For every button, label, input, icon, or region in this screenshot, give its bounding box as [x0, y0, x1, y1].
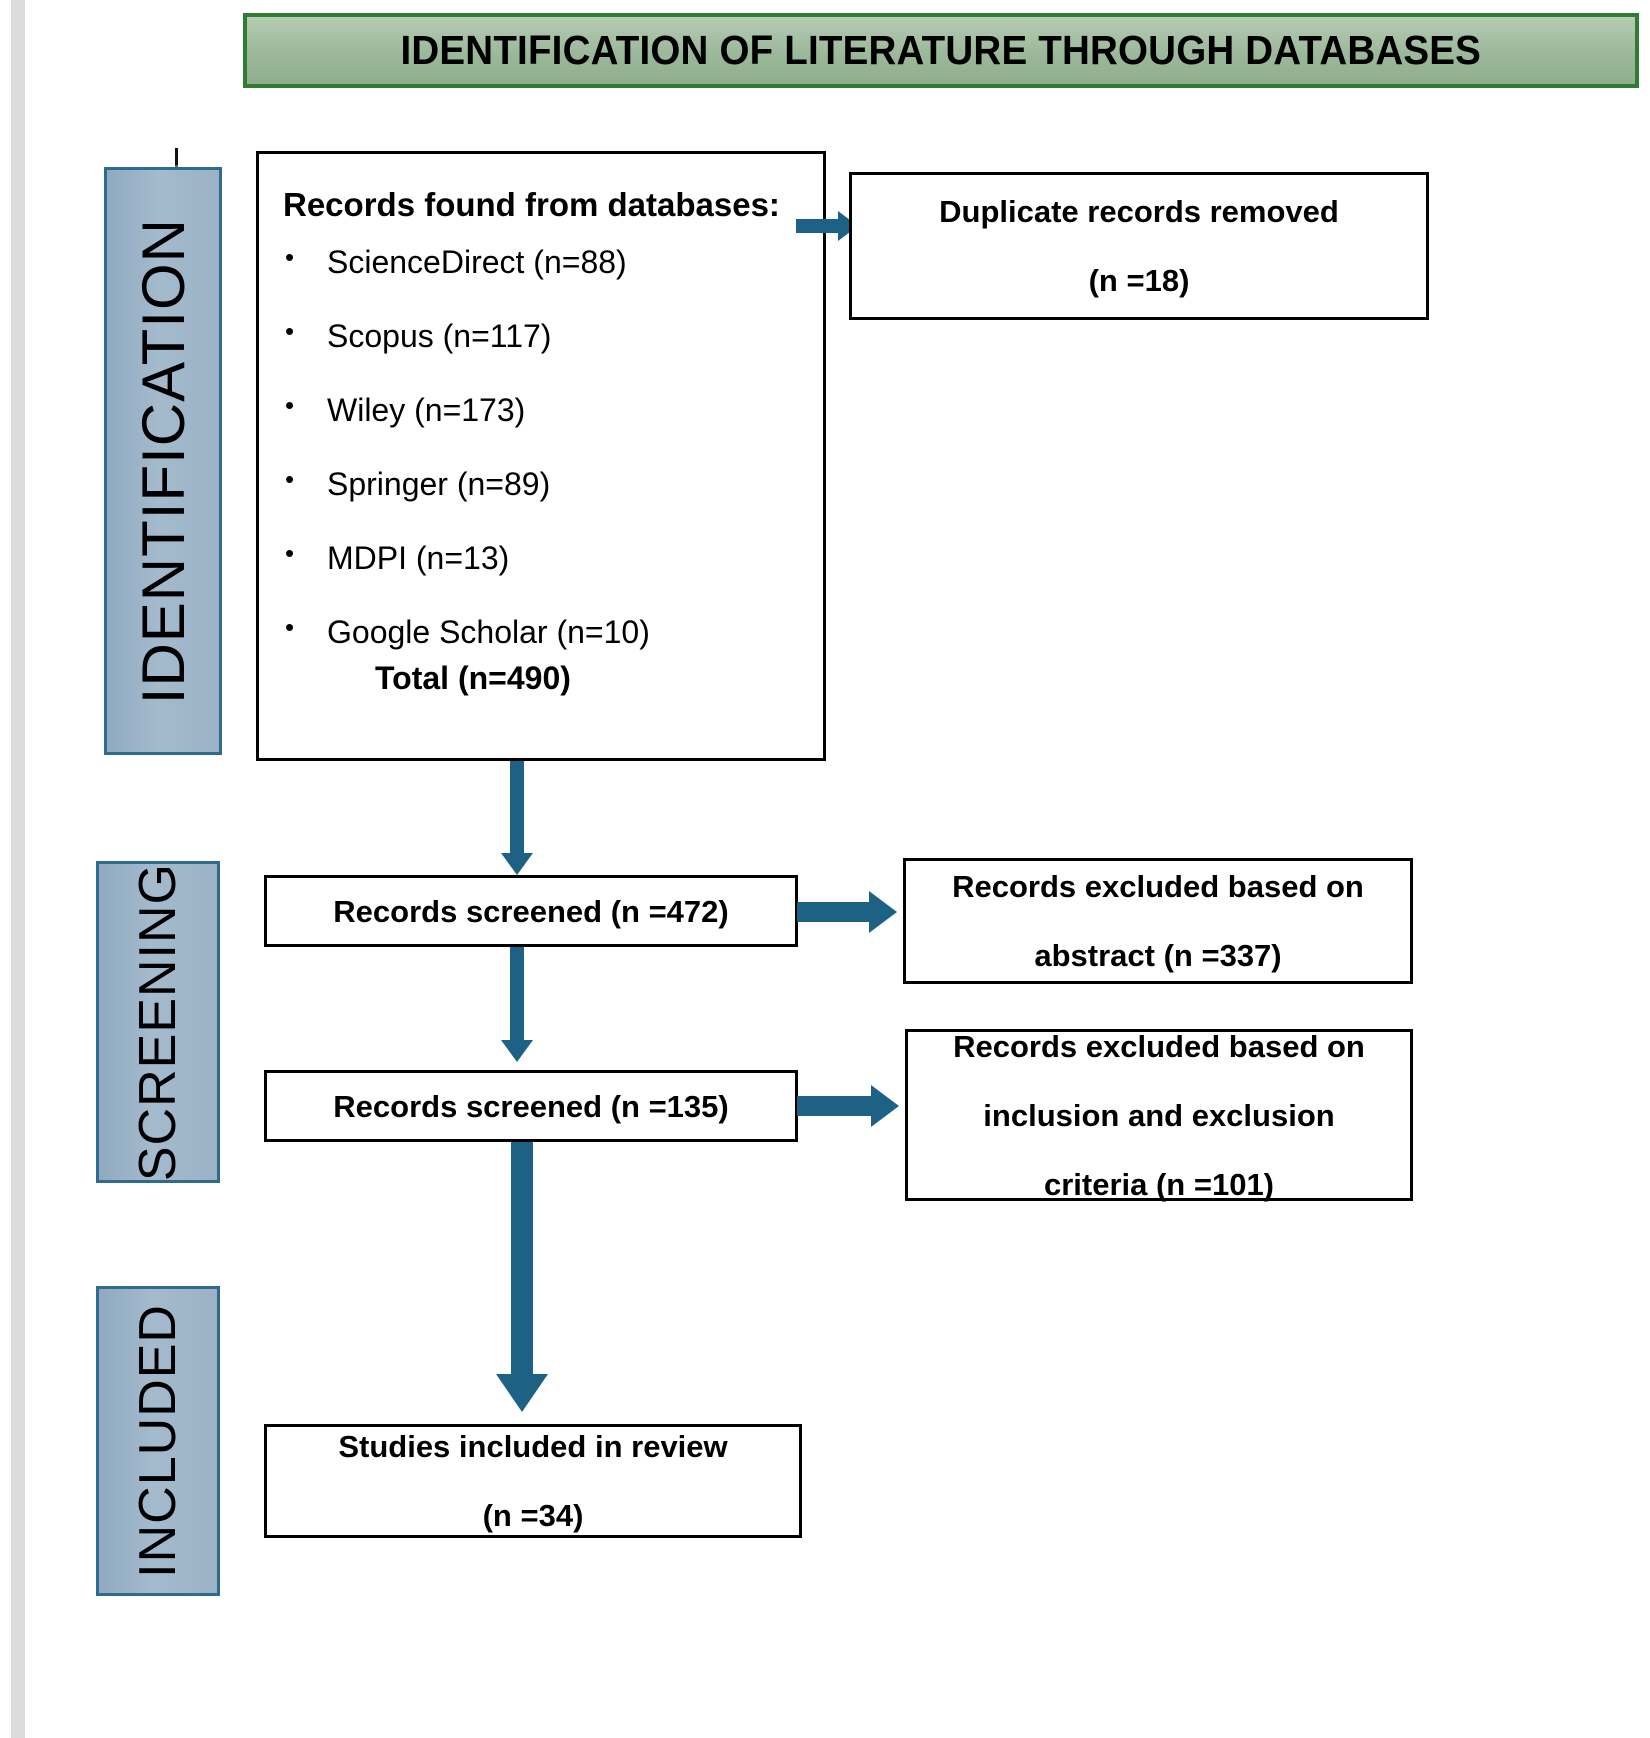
duplicate-records-box: Duplicate records removed (n =18): [849, 172, 1429, 320]
arrow-records-to-screened1: [497, 761, 537, 875]
arrow-head: [496, 1374, 548, 1412]
page-edge-strip: [11, 0, 25, 1738]
records-found-title: Records found from databases:: [283, 186, 780, 223]
excluded-criteria-line2: inclusion and exclusion: [983, 1097, 1335, 1133]
list-item: Scopus (n=117): [285, 318, 823, 352]
stage-label-included: INCLUDED: [129, 1304, 187, 1578]
stage-sidebar-identification: IDENTIFICATION: [104, 167, 222, 755]
list-item: MDPI (n=13): [285, 540, 823, 574]
excluded-criteria-line3: criteria (n =101): [1043, 1166, 1275, 1202]
page-title: IDENTIFICATION OF LITERATURE THROUGH DAT…: [400, 27, 1482, 73]
arrow-head: [871, 1085, 899, 1127]
arrow-screened1-to-excluded1: [797, 890, 899, 934]
arrow-screened1-to-screened2: [500, 947, 534, 1062]
records-screened-2-label: Records screened (n =135): [333, 1088, 729, 1124]
arrow-shaft: [511, 1142, 533, 1374]
excluded-criteria-line1: Records excluded based on: [953, 1028, 1365, 1064]
arrow-head: [501, 853, 533, 875]
records-found-box: Records found from databases: ScienceDir…: [256, 151, 826, 761]
stage-label-screening: SCREENING: [129, 862, 187, 1182]
excluded-abstract-line2: abstract (n =337): [1034, 938, 1282, 973]
duplicate-records-count: (n =18): [1088, 263, 1190, 298]
list-item: ScienceDirect (n=88): [285, 244, 823, 278]
records-excluded-criteria-box: Records excluded based on inclusion and …: [905, 1029, 1413, 1201]
arrow-head: [869, 891, 897, 933]
arrow-head: [501, 1040, 533, 1062]
excluded-abstract-line1: Records excluded based on: [952, 869, 1364, 904]
studies-included-box: Studies included in review (n =34): [264, 1424, 802, 1538]
arrow-shaft: [510, 947, 524, 1040]
studies-included-count: (n =34): [482, 1498, 584, 1533]
stage-sidebar-screening: SCREENING: [96, 861, 220, 1183]
list-item: Google Scholar (n=10): [285, 614, 823, 648]
arrow-shaft: [797, 1096, 871, 1116]
records-total-label: Total (n=490): [375, 660, 571, 696]
records-screened-1-box: Records screened (n =472): [264, 875, 798, 947]
records-excluded-abstract-box: Records excluded based on abstract (n =3…: [903, 858, 1413, 984]
studies-included-label: Studies included in review: [338, 1429, 728, 1464]
arrow-screened2-to-included: [496, 1142, 548, 1414]
stage-tick-mark-top: [175, 148, 178, 165]
duplicate-records-label: Duplicate records removed: [939, 194, 1339, 229]
database-source-list: ScienceDirect (n=88) Scopus (n=117) Wile…: [259, 244, 823, 648]
arrow-screened2-to-excluded2: [797, 1084, 901, 1128]
arrow-shaft: [796, 219, 838, 233]
arrow-shaft: [797, 902, 869, 922]
header-banner: IDENTIFICATION OF LITERATURE THROUGH DAT…: [243, 13, 1639, 88]
records-screened-2-box: Records screened (n =135): [264, 1070, 798, 1142]
arrow-shaft: [510, 761, 524, 853]
stage-sidebar-included: INCLUDED: [96, 1286, 220, 1596]
stage-label-identification: IDENTIFICATION: [129, 217, 197, 705]
records-screened-1-label: Records screened (n =472): [333, 893, 729, 929]
list-item: Springer (n=89): [285, 466, 823, 500]
list-item: Wiley (n=173): [285, 392, 823, 426]
